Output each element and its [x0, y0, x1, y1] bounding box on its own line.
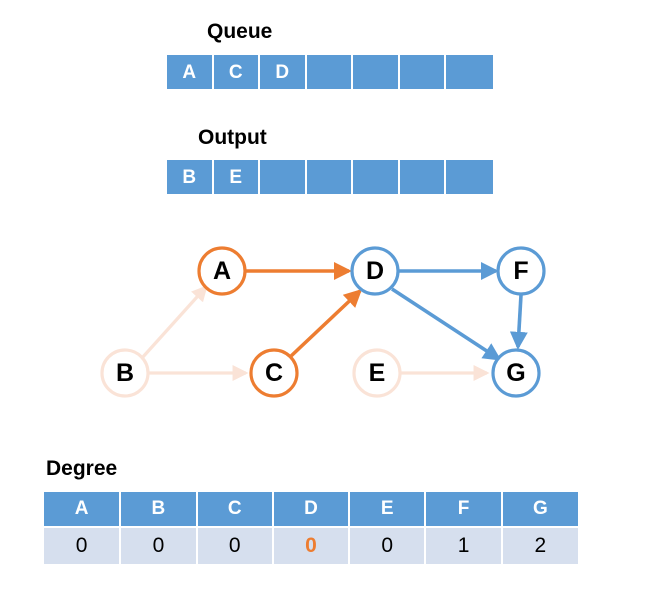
degree-value-cell: 0	[44, 527, 122, 564]
edge-c-d	[288, 289, 363, 359]
degree-title: Degree	[46, 457, 118, 480]
output-title: Output	[198, 126, 267, 149]
degree-table: A B C D E F G 0 0 0 0 0 1 2	[44, 492, 578, 564]
output-strip: B E	[167, 160, 493, 194]
graph-diagram: A B C D E F G	[0, 225, 669, 420]
edge-f-g	[509, 294, 528, 350]
edge-d-g	[391, 287, 502, 361]
degree-value-cell-highlighted: 0	[272, 527, 351, 564]
node-c[interactable]	[249, 348, 299, 398]
degree-header-cell: B	[120, 492, 198, 528]
queue-cell[interactable]: D	[260, 55, 307, 89]
degree-value-cell: 0	[349, 527, 427, 564]
degree-header-cell: F	[425, 492, 503, 528]
output-cell[interactable]	[446, 160, 493, 194]
degree-value-row: 0 0 0 0 0 1 2	[44, 527, 578, 564]
edge-b-a	[140, 285, 208, 360]
queue-cell[interactable]	[306, 55, 353, 89]
degree-header-cell: G	[501, 492, 578, 528]
output-cell[interactable]	[353, 160, 400, 194]
degree-value-cell: 1	[425, 527, 503, 564]
output-cell[interactable]: E	[213, 160, 260, 194]
output-cell[interactable]	[399, 160, 446, 194]
degree-value-cell: 0	[120, 527, 198, 564]
queue-cell[interactable]	[446, 55, 493, 89]
node-g[interactable]	[491, 348, 541, 398]
node-f[interactable]	[496, 246, 546, 296]
queue-cell[interactable]	[353, 55, 400, 89]
queue-cell[interactable]: A	[167, 55, 214, 89]
node-d[interactable]	[350, 246, 400, 296]
degree-value-cell: 2	[501, 527, 578, 564]
degree-header-cell: C	[196, 492, 274, 528]
queue-title: Queue	[207, 20, 273, 43]
degree-header-cell: E	[349, 492, 427, 528]
node-b[interactable]	[100, 348, 150, 398]
degree-header-cell: D	[272, 492, 351, 528]
output-cell[interactable]: B	[167, 160, 214, 194]
queue-cell[interactable]	[399, 55, 446, 89]
queue-strip: A C D	[167, 55, 493, 89]
degree-header-cell: A	[44, 492, 122, 528]
output-cell[interactable]	[260, 160, 307, 194]
queue-cell[interactable]: C	[213, 55, 260, 89]
node-a[interactable]	[197, 246, 247, 296]
degree-header-row: A B C D E F G	[44, 492, 578, 528]
degree-value-cell: 0	[196, 527, 274, 564]
graph-canvas	[100, 246, 546, 398]
output-cell[interactable]	[306, 160, 353, 194]
node-e[interactable]	[352, 348, 402, 398]
